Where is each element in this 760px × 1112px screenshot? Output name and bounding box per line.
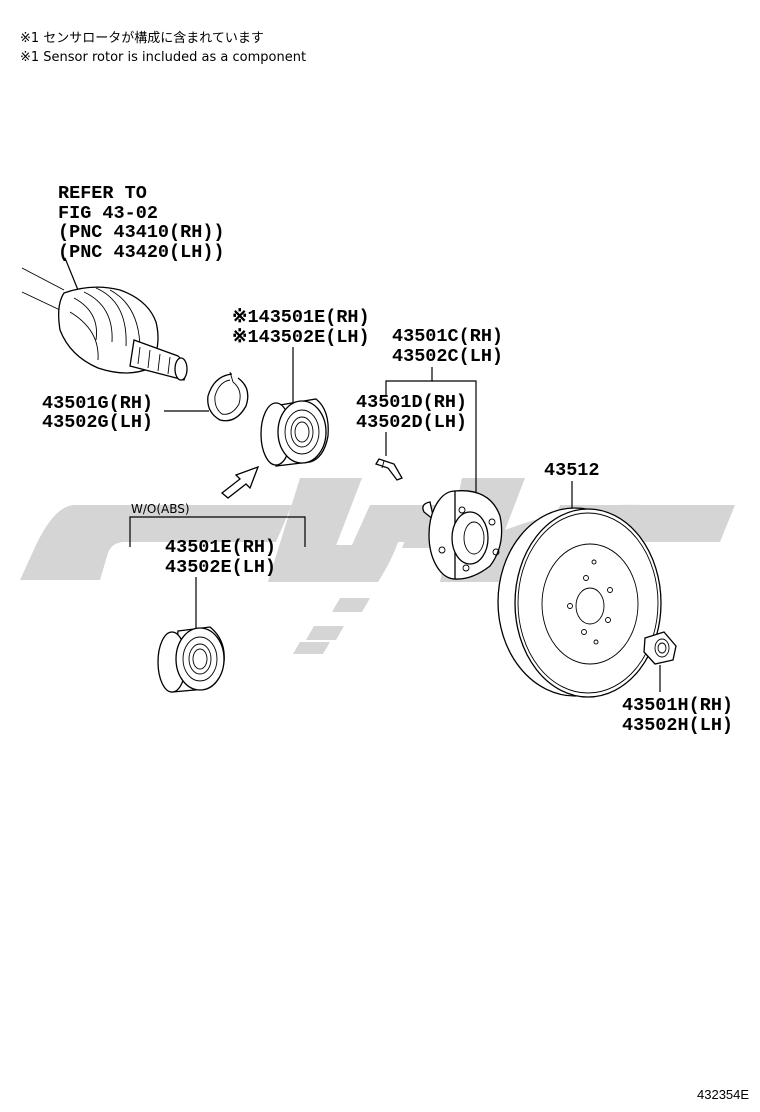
label-nut-rh: 43501H(RH) xyxy=(622,695,733,716)
ref-line-2: FIG 43-02 xyxy=(58,203,158,224)
label-bearing-abs-rh: ※143501E(RH) xyxy=(232,307,370,328)
snap-ring-drawing xyxy=(207,371,249,422)
note-jp: ※1 センサロータが構成に含まれています xyxy=(20,30,264,46)
label-hub-lh: 43502C(LH) xyxy=(392,346,503,367)
label-wo-abs: W/O(ABS) xyxy=(131,502,190,516)
brake-disc-drawing xyxy=(497,507,662,698)
label-nut-lh: 43502H(LH) xyxy=(622,715,733,736)
note-en: ※1 Sensor rotor is included as a compone… xyxy=(20,50,306,65)
hub-nut-drawing xyxy=(643,631,677,665)
bearing-drawing xyxy=(157,626,225,693)
ref-line-1: REFER TO xyxy=(58,183,147,204)
hub-bolt-drawing xyxy=(375,458,403,481)
axle-hub-drawing xyxy=(422,490,503,580)
label-bearing-lh: 43502E(LH) xyxy=(165,557,276,578)
drive-shaft-drawing xyxy=(21,257,188,381)
bearing-abs-drawing xyxy=(260,398,329,467)
label-disc: 43512 xyxy=(544,460,600,481)
label-bearing-rh: 43501E(RH) xyxy=(165,537,276,558)
figure-id: 432354E xyxy=(697,1087,749,1102)
label-bearing-abs-lh: ※143502E(LH) xyxy=(232,327,370,348)
ref-line-3: (PNC 43410(RH)) xyxy=(58,222,225,243)
label-hub-bolt-rh: 43501D(RH) xyxy=(356,392,467,413)
label-hub-rh: 43501C(RH) xyxy=(392,326,503,347)
assembly-arrow xyxy=(220,465,260,499)
ref-line-4: (PNC 43420(LH)) xyxy=(58,242,225,263)
label-hub-bolt-lh: 43502D(LH) xyxy=(356,412,467,433)
label-snap-ring-lh: 43502G(LH) xyxy=(42,412,153,433)
label-snap-ring-rh: 43501G(RH) xyxy=(42,393,153,414)
